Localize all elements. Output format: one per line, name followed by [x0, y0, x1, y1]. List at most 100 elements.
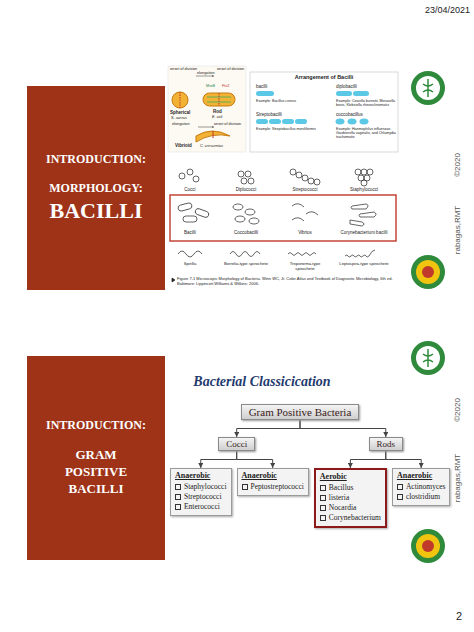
- genus-name: Corynebacterium: [329, 513, 381, 522]
- morphology-name: Vibrios: [298, 230, 312, 235]
- morphology-name: Corynebacterium bacilli: [341, 230, 388, 235]
- genus-name: Bacillus: [329, 483, 354, 492]
- tree-connector: [237, 451, 273, 468]
- figure-shape: [238, 171, 244, 177]
- protein-label: FtsZ: [222, 84, 230, 88]
- figure-shape: [183, 216, 197, 222]
- figure-shape: [348, 119, 357, 125]
- figure-shape: [249, 218, 259, 224]
- author-watermark: rabagas,RMT: [453, 206, 462, 254]
- figure-shape: [168, 66, 246, 152]
- stage-label: elongation: [197, 71, 215, 75]
- box-text: INTRODUCTION:: [46, 418, 146, 432]
- figure-shape: [250, 72, 398, 152]
- figure-shape: [179, 173, 185, 179]
- box-text: Gram Positive Bacteria: [249, 406, 352, 418]
- bullet-box: [397, 484, 403, 490]
- figure-shape: [296, 172, 302, 178]
- box-text: BACILLI: [50, 198, 143, 223]
- figure-shape: [411, 341, 445, 375]
- figure-shape: [423, 349, 433, 367]
- example-note: Example: Haemophilus influenzae, Gardner…: [336, 127, 396, 139]
- figure-shape: [213, 131, 214, 138]
- cell-shape-label: Vibrioid: [175, 143, 192, 148]
- arrangement-name: diplobacilli: [336, 84, 357, 89]
- figure-shape: [292, 218, 304, 221]
- figure-shape: [302, 175, 308, 181]
- stage-label: elongation: [172, 122, 190, 126]
- genus-name: Enterococci: [184, 502, 220, 511]
- species-label: E. coli: [212, 115, 222, 119]
- cell-shape-label: Rod: [213, 109, 222, 114]
- page-number: 2: [456, 610, 462, 623]
- genus-name: Nocardia: [329, 503, 356, 512]
- figure-shape: [355, 169, 361, 175]
- morphology-name: Treponema-type spirochete: [280, 262, 330, 272]
- figure-shape: [180, 92, 181, 108]
- process-box: Gram Positive Bacteria: [241, 404, 360, 420]
- box-text: MORPHOLOGY:: [49, 181, 143, 195]
- species-label: S. aureus: [171, 116, 187, 120]
- genus-name: Staphylococci: [184, 482, 227, 491]
- figure-shape: [360, 119, 369, 125]
- cell-shape-label: Spherical: [170, 110, 190, 115]
- morphology-name: Borrelia-type spirochete: [221, 262, 271, 267]
- figure-shape: [345, 250, 375, 257]
- figure-shape: [422, 266, 434, 278]
- bullet-box: [242, 484, 248, 490]
- copyright: ©2020: [453, 398, 462, 422]
- figure-shape: [416, 76, 440, 100]
- figure-shape: [256, 119, 268, 124]
- box-text: INTRODUCTION:: [46, 152, 146, 166]
- tree-connector: [237, 420, 300, 437]
- figure-shape: [350, 220, 364, 226]
- figure-shape: [367, 169, 373, 175]
- figure-shape: [248, 178, 254, 184]
- morphology-name: Streptococci: [293, 187, 318, 192]
- title-panel: INTRODUCTION: GRAM POSITIVE BACILLI: [27, 356, 165, 560]
- figure-shape: [198, 127, 214, 128]
- title-panel: INTRODUCTION: MORPHOLOGY: BACILLI: [27, 86, 165, 290]
- copyright: ©2020: [453, 153, 462, 177]
- figure-shape: [411, 529, 445, 563]
- process-box: Cocci: [218, 437, 255, 451]
- category-box: AnaerobicStaphylococciStreptococciEntero…: [170, 468, 232, 516]
- figure-shape: [187, 169, 193, 175]
- figure-shape: [295, 119, 307, 124]
- figure-caption: Figure 7-1 Microscopic Morphology of Bac…: [177, 277, 397, 286]
- bullet-box: [320, 515, 326, 521]
- bullet-box: [320, 485, 326, 491]
- box-text: GRAM POSITIVE BACILLI: [65, 447, 127, 496]
- chart-title: Bacterial Classicication: [193, 374, 330, 390]
- figure-shape: [353, 91, 369, 96]
- figure-shape: [288, 253, 316, 256]
- process-box: Rods: [369, 437, 404, 451]
- category-box: AnaerobicPeptostreptococci: [237, 468, 309, 496]
- figure-shape: [422, 540, 434, 552]
- figure-shape: [411, 255, 445, 289]
- figure-shape: [233, 204, 243, 210]
- figure-shape: [359, 212, 376, 217]
- tree-connector: [350, 451, 385, 468]
- tree-connector: [386, 451, 421, 468]
- species-label: C. crescentus: [200, 144, 223, 148]
- morphology-name: Spirilla: [165, 262, 215, 267]
- figure-shape: [219, 93, 220, 106]
- tree-connector: [201, 451, 237, 468]
- figure-shape: [336, 91, 352, 96]
- genus-name: Streptococci: [184, 492, 222, 501]
- figure-shape: [256, 91, 274, 96]
- genus-name: Actinomyces: [406, 482, 446, 491]
- figure-shape: [292, 204, 304, 207]
- figure-shape: [411, 71, 445, 105]
- morphology-name: Staphylococci: [350, 187, 378, 192]
- genus-name: clostridium: [406, 492, 440, 501]
- figure-shape: [178, 251, 202, 257]
- category-heading: Anaerobic: [175, 471, 210, 480]
- arrangement-name: Streptobacilli: [256, 112, 282, 117]
- category-box: AerobicBacilluslisteriaNocardiaCorynebac…: [314, 468, 387, 528]
- figure-shape: [235, 216, 245, 222]
- morphology-name: Bacilli: [184, 230, 196, 235]
- arrangement-name: coccobacillus: [336, 112, 363, 117]
- cell-division-figure: [168, 66, 246, 152]
